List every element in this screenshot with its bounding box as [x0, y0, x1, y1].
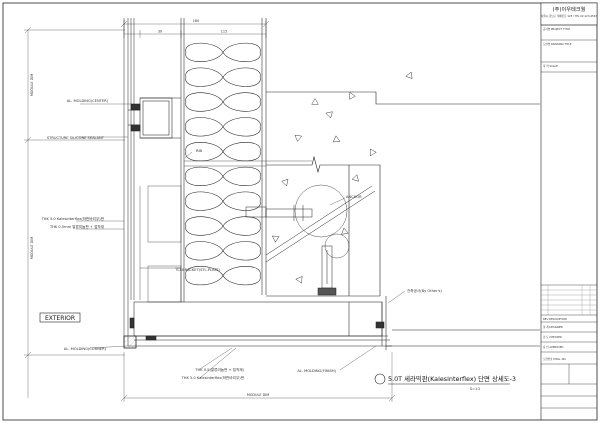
- insulation-frame: [180, 18, 267, 302]
- left-dimension-bottom: MODULE DIM: [30, 237, 34, 259]
- designed-label: 설 계 DESIGNED: [543, 325, 563, 329]
- exterior-label: EXTERIOR: [45, 315, 75, 322]
- label-panel-b1: THK 0.5(알류미늄판 + 접착재): [194, 367, 244, 372]
- project-label: 공사명 PROJECT TITLE: [543, 27, 570, 31]
- label-anchor: ANCHOR: [346, 195, 362, 199]
- bracket-assembly: [245, 184, 376, 296]
- aggregate-mark: [311, 98, 319, 105]
- center-mullion: [128, 97, 181, 139]
- company-address: 서울시 강남구 테헤란로 123 / TEL 02-123-4567: [541, 14, 597, 18]
- left-dimension-chain: [24, 26, 125, 398]
- label-sealant: STRUCTURE SILICONE SEALANT: [47, 136, 105, 140]
- concrete-aggregate: [271, 71, 413, 284]
- company-name: (주)이우테크월: [553, 5, 586, 13]
- reference-lines: [140, 160, 312, 269]
- detail-bubble: [374, 373, 386, 385]
- top-dimension-total: 180: [193, 19, 199, 23]
- leader-lines: [76, 103, 406, 379]
- aggregate-mark: [295, 276, 303, 284]
- aggregate-mark: [370, 148, 377, 157]
- top-dimension-right: 115: [221, 30, 227, 34]
- approved-label: 승 인 APPROVED: [543, 345, 564, 349]
- label-bracket: G.I.BRACKET(STL.PLATE): [176, 268, 221, 272]
- insulation-wave: [185, 42, 261, 286]
- label-molding-corner: AL. MOLDING(CORNER): [64, 347, 107, 351]
- aggregate-mark: [325, 111, 333, 119]
- revision-table: [541, 285, 597, 316]
- aggregate-mark: [294, 134, 303, 142]
- sub-frames: [139, 185, 182, 303]
- label-by-others: 건축공사(By Other's): [407, 288, 442, 293]
- aggregate-mark: [281, 178, 289, 187]
- aggregate-mark: [271, 235, 280, 243]
- exterior-tag: EXTERIOR: [39, 312, 81, 323]
- label-panel-a1: THK 5.0 Kalesinterflex(하판바리우)판: [41, 216, 105, 221]
- label-molding-center: AL. MOLDING(CENTER): [67, 99, 109, 103]
- aggregate-mark: [349, 92, 356, 100]
- detail-caption: 5.0T 세라믹판(Kalesinterflex) 단면 상세도-3 S=1:2: [374, 373, 516, 391]
- aggregate-mark: [341, 227, 349, 235]
- top-dimension-left: 30: [158, 30, 162, 34]
- vertical-ceramic-panel: [123, 18, 135, 346]
- dwg-no-label: 도면번호 DWG. NO.: [543, 357, 566, 361]
- label-panel-a2: THK 0.5mm 알류미늄판 + 접착재: [49, 224, 104, 229]
- label-molding-finish: AL. MOLDING(FINISH): [297, 369, 336, 373]
- left-dimension-top: MODULE DIM: [30, 74, 34, 96]
- detail-scale: S=1:2: [470, 387, 480, 391]
- detail-title: 5.0T 세라믹판(Kalesinterflex) 단면 상세도-3: [388, 374, 516, 383]
- aggregate-mark: [332, 135, 341, 143]
- title-block: (주)이우테크월 서울시 강남구 테헤란로 123 / TEL 02-123-4…: [540, 2, 597, 420]
- soffit-panel: [123, 296, 540, 350]
- bottom-dimension: [120, 352, 396, 402]
- concrete-slab: [266, 91, 540, 297]
- scale-label: 축 척 SCALE: [543, 64, 558, 68]
- bottom-dimension-label: MODULE DIM: [247, 393, 269, 397]
- label-panel-b2: THK 5.0 Kalesinterflex(하판바리우)판: [181, 375, 245, 380]
- revisions-label: REV DESCRIPTION: [543, 317, 567, 321]
- aggregate-mark: [405, 71, 413, 79]
- checked-label: 검 토 CHECKED: [543, 335, 562, 339]
- aggregate-mark: [351, 174, 359, 182]
- drawing-title-label: 도면명 DRAWING TITLE: [543, 42, 572, 46]
- label-rib: RIB: [196, 149, 203, 153]
